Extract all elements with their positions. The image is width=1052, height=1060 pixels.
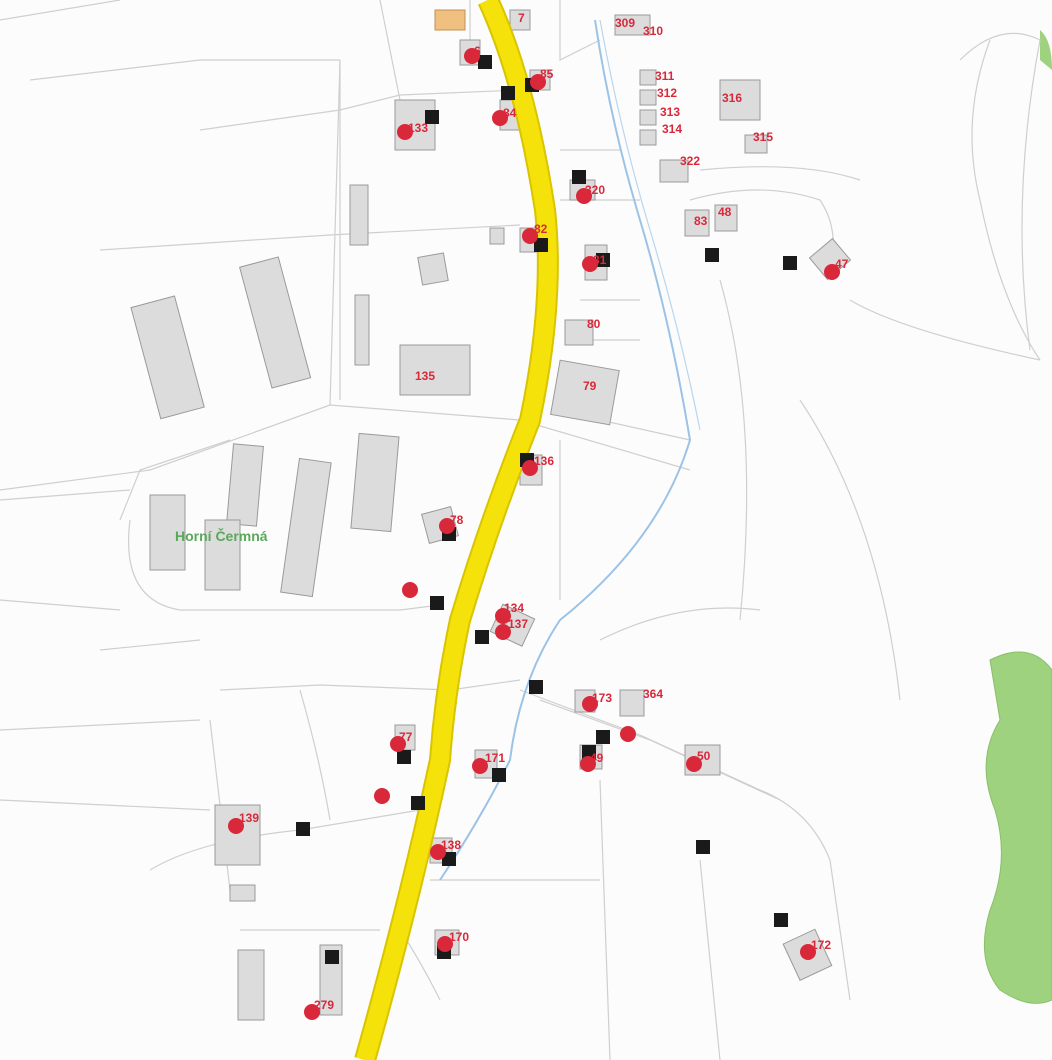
- house-label-84: 84: [503, 106, 517, 120]
- house-marker-82[interactable]: [522, 228, 538, 244]
- house-marker-85[interactable]: [530, 74, 546, 90]
- house-label-314: 314: [662, 122, 682, 136]
- house-label-310: 310: [643, 24, 663, 38]
- square-marker: [572, 170, 586, 184]
- house-label-134: 134: [504, 601, 524, 615]
- orange-building: [434, 9, 466, 31]
- square-marker: [529, 680, 543, 694]
- house-label-137: 137: [508, 617, 528, 631]
- house-marker-136[interactable]: [522, 460, 538, 476]
- square-marker: [430, 596, 444, 610]
- house-label-83: 83: [694, 214, 708, 228]
- house-label-49: 49: [590, 751, 604, 765]
- square-marker: [442, 852, 456, 866]
- square-marker: [296, 822, 310, 836]
- house-label-77: 77: [399, 730, 413, 744]
- square-marker: [501, 86, 515, 100]
- house-label-82: 82: [534, 222, 548, 236]
- square-marker: [774, 913, 788, 927]
- house-label-81: 81: [593, 253, 607, 267]
- place-label: Horní Čermná: [175, 527, 268, 544]
- main-road-fill: [356, 0, 557, 1060]
- house-marker-138[interactable]: [430, 844, 446, 860]
- square-marker: [425, 110, 439, 124]
- square-marker: [534, 238, 548, 252]
- house-label-48: 48: [718, 205, 732, 219]
- house-marker-50[interactable]: [686, 756, 702, 772]
- square-marker: [492, 768, 506, 782]
- house-marker-81[interactable]: [582, 256, 598, 272]
- house-marker-unlabeled-1[interactable]: [402, 582, 418, 598]
- house-marker-47[interactable]: [824, 264, 840, 280]
- house-label-313: 313: [660, 105, 680, 119]
- house-marker-133[interactable]: [397, 124, 413, 140]
- house-label-47: 47: [835, 257, 849, 271]
- house-marker-320[interactable]: [576, 188, 592, 204]
- square-marker: [325, 950, 339, 964]
- house-label-309: 309: [615, 16, 635, 30]
- square-marker: [582, 745, 596, 759]
- stream: [439, 19, 692, 881]
- house-label-172: 172: [811, 938, 831, 952]
- house-label-133: 133: [408, 121, 428, 135]
- house-label-136: 136: [534, 454, 554, 468]
- square-marker: [705, 248, 719, 262]
- house-label-138: 138: [441, 838, 461, 852]
- square-marker: [596, 253, 610, 267]
- square-marker: [475, 630, 489, 644]
- house-label-170: 170: [449, 930, 469, 944]
- house-label-173: 173: [592, 691, 612, 705]
- house-marker-unlabeled-3[interactable]: [374, 788, 390, 804]
- house-label-79: 79: [583, 379, 597, 393]
- stream-branch: [599, 19, 701, 431]
- house-label-6: 6: [474, 44, 481, 58]
- house-label-135: 135: [415, 369, 435, 383]
- square-marker: [411, 796, 425, 810]
- house-marker-49[interactable]: [580, 756, 596, 772]
- house-marker-279[interactable]: [304, 1004, 320, 1020]
- house-label-139: 139: [239, 811, 259, 825]
- house-label-279: 279: [314, 998, 334, 1012]
- house-label-315: 315: [753, 130, 773, 144]
- house-marker-84[interactable]: [492, 110, 508, 126]
- house-marker-78[interactable]: [439, 518, 455, 534]
- house-markers[interactable]: 7 6 85 84 133 309 310 311 312 313 314 31…: [228, 11, 849, 1020]
- house-label-85: 85: [540, 67, 554, 81]
- house-marker-170[interactable]: [437, 936, 453, 952]
- square-marker: [478, 55, 492, 69]
- house-label-78: 78: [450, 513, 464, 527]
- square-marker: [696, 840, 710, 854]
- forest-edge-top: [1040, 30, 1052, 70]
- house-label-311: 311: [655, 69, 675, 83]
- house-label-316: 316: [722, 91, 742, 105]
- house-label-7: 7: [518, 11, 525, 25]
- house-marker-137[interactable]: [495, 624, 511, 640]
- house-label-50: 50: [697, 749, 711, 763]
- house-label-171: 171: [485, 751, 505, 765]
- house-marker-173[interactable]: [582, 696, 598, 712]
- house-label-320: 320: [585, 183, 605, 197]
- square-markers: [296, 55, 797, 964]
- house-marker-unlabeled-2[interactable]: [620, 726, 636, 742]
- house-label-364: 364: [643, 687, 663, 701]
- square-marker: [596, 730, 610, 744]
- house-marker-134[interactable]: [495, 608, 511, 624]
- house-label-80: 80: [587, 317, 601, 331]
- square-marker: [397, 750, 411, 764]
- house-marker-139[interactable]: [228, 818, 244, 834]
- square-marker: [783, 256, 797, 270]
- house-label-322: 322: [680, 154, 700, 168]
- house-marker-6[interactable]: [464, 48, 480, 64]
- house-label-312: 312: [657, 86, 677, 100]
- house-marker-171[interactable]: [472, 758, 488, 774]
- house-marker-77[interactable]: [390, 736, 406, 752]
- house-marker-172[interactable]: [800, 944, 816, 960]
